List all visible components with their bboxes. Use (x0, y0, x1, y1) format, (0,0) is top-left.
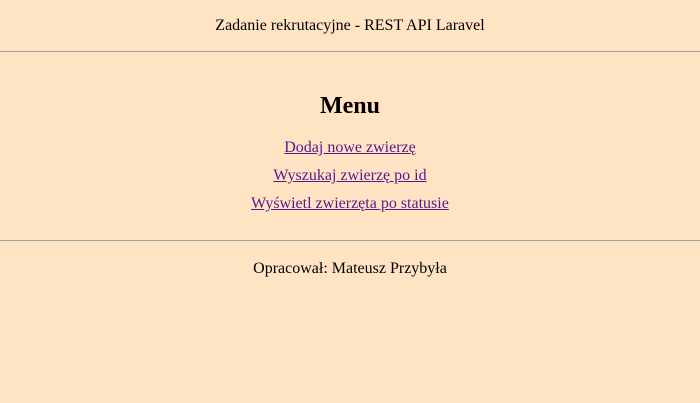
add-animal-link[interactable]: Dodaj nowe zwierzę (284, 139, 416, 156)
main-content: Menu Dodaj nowe zwierzę Wyszukaj zwierzę… (0, 52, 700, 241)
find-animal-by-id-link[interactable]: Wyszukaj zwierzę po id (273, 167, 427, 184)
list-animals-by-status-link[interactable]: Wyświetl zwierzęta po statusie (251, 195, 449, 212)
footer-author: Opracował: Mateusz Przybyła (253, 260, 447, 277)
menu-list: Dodaj nowe zwierzę Wyszukaj zwierzę po i… (0, 138, 700, 222)
menu-item: Wyszukaj zwierzę po id (0, 166, 700, 194)
menu-heading: Menu (320, 93, 380, 119)
menu-item: Wyświetl zwierzęta po statusie (0, 194, 700, 222)
menu-item: Dodaj nowe zwierzę (0, 138, 700, 166)
page-header: Zadanie rekrutacyjne - REST API Laravel (0, 0, 700, 52)
page-title: Zadanie rekrutacyjne - REST API Laravel (215, 16, 485, 34)
page-footer: Opracował: Mateusz Przybyła (0, 241, 700, 278)
